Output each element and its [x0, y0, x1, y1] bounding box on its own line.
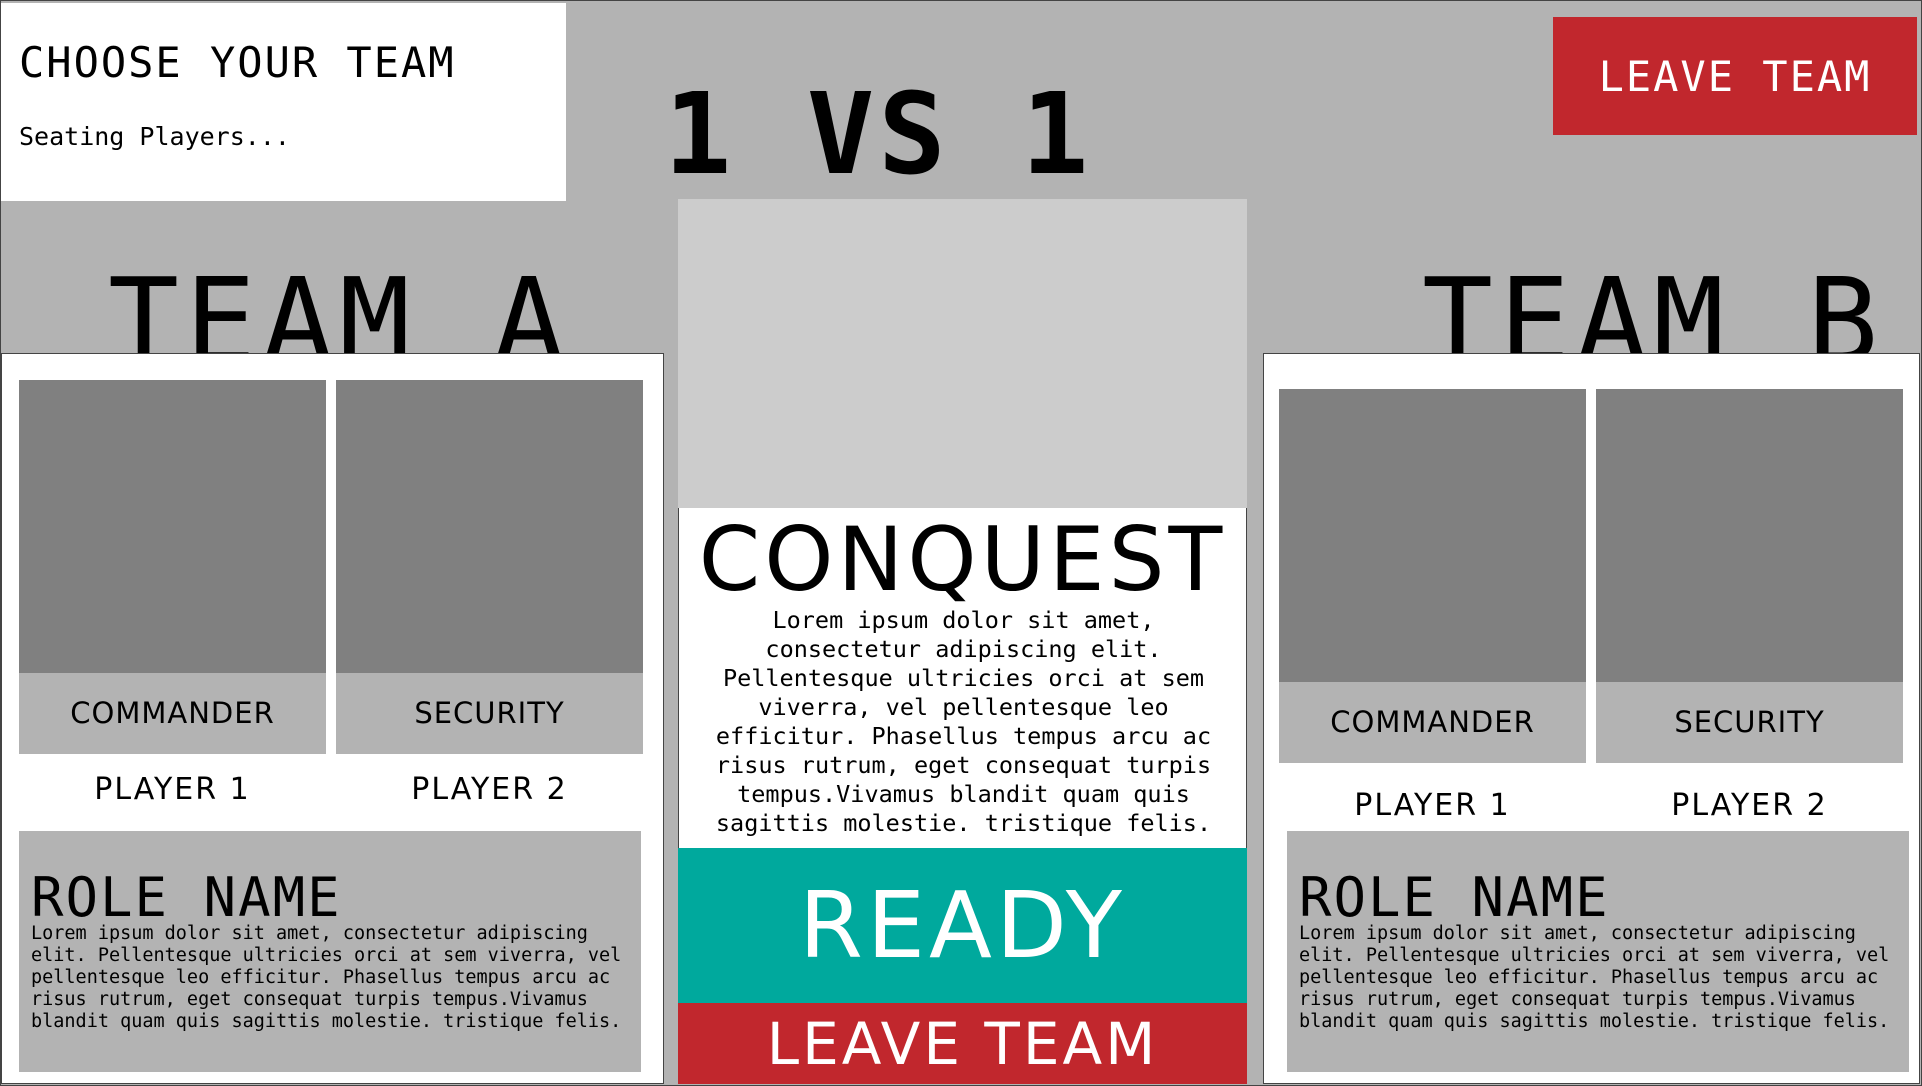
map-preview [678, 199, 1247, 510]
team-b-security-slot[interactable]: SECURITY [1596, 389, 1903, 763]
match-format-label: 1 VS 1 [664, 70, 1093, 200]
player-portrait [19, 380, 326, 673]
role-description: Lorem ipsum dolor sit amet, consectetur … [31, 923, 622, 1032]
player-name: PLAYER 2 [1671, 788, 1828, 823]
team-a-panel: COMMANDER SECURITY PLAYER 1 PLAYER 2 ROL… [1, 353, 664, 1084]
slot-role-label: COMMANDER [1330, 705, 1535, 739]
team-b-panel: COMMANDER SECURITY PLAYER 1 PLAYER 2 ROL… [1263, 353, 1920, 1084]
team-a-commander-slot[interactable]: COMMANDER [19, 380, 326, 754]
leave-team-button-bottom[interactable]: LEAVE TEAM [678, 1003, 1247, 1084]
player-portrait [336, 380, 643, 673]
player-name: PLAYER 1 [1354, 788, 1511, 823]
role-name: ROLE NAME [31, 866, 342, 929]
player-name: PLAYER 1 [94, 772, 251, 807]
leave-team-button[interactable]: LEAVE TEAM [1553, 17, 1917, 135]
team-b-commander-slot[interactable]: COMMANDER [1279, 389, 1586, 763]
game-mode-description: Lorem ipsum dolor sit amet, consectetur … [715, 606, 1212, 837]
player-portrait [1279, 389, 1586, 682]
role-info-box: ROLE NAME Lorem ipsum dolor sit amet, co… [1287, 831, 1909, 1072]
slot-role-label: COMMANDER [70, 696, 275, 730]
player-portrait [1596, 389, 1903, 682]
role-info-box: ROLE NAME Lorem ipsum dolor sit amet, co… [19, 831, 641, 1072]
role-name: ROLE NAME [1299, 866, 1610, 929]
game-mode-card: CONQUEST Lorem ipsum dolor sit amet, con… [678, 508, 1247, 848]
page-title: CHOOSE YOUR TEAM [19, 38, 456, 87]
role-description: Lorem ipsum dolor sit amet, consectetur … [1299, 923, 1890, 1032]
team-a-security-slot[interactable]: SECURITY [336, 380, 643, 754]
game-mode-name: CONQUEST [698, 508, 1227, 611]
header-panel: CHOOSE YOUR TEAM Seating Players... [1, 3, 566, 201]
ready-button[interactable]: READY [678, 848, 1247, 1003]
player-name: PLAYER 2 [411, 772, 568, 807]
slot-role-label: SECURITY [414, 696, 565, 730]
status-text: Seating Players... [19, 122, 290, 151]
slot-role-label: SECURITY [1674, 705, 1825, 739]
